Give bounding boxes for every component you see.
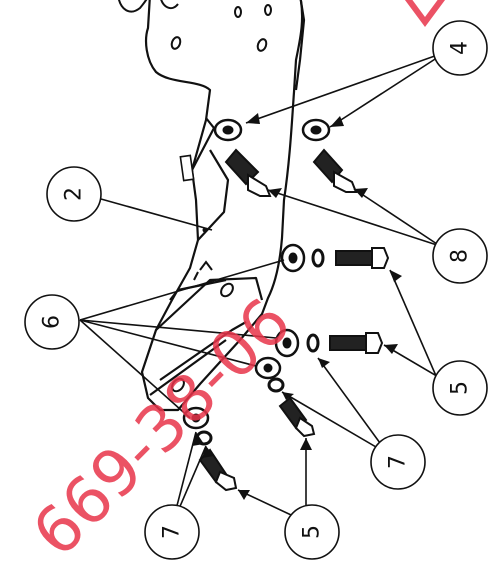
svg-text:7: 7 <box>160 525 185 539</box>
bracket-part <box>140 0 306 412</box>
callout-4: 4 <box>432 20 488 76</box>
washer-part-4 <box>213 118 331 142</box>
callout-5-right: 5 <box>432 360 488 416</box>
svg-text:5: 5 <box>448 381 473 395</box>
callout-6: 6 <box>24 294 80 350</box>
callout-7-left: 7 <box>144 504 200 560</box>
svg-text:8: 8 <box>448 249 473 263</box>
svg-text:4: 4 <box>448 41 473 55</box>
svg-text:5: 5 <box>300 525 325 539</box>
watermark-fragment-icon <box>404 0 446 28</box>
bolt-part-8 <box>224 148 358 197</box>
bracket-top-details <box>118 0 272 393</box>
callout-7-right: 7 <box>370 434 426 490</box>
svg-text:6: 6 <box>40 315 65 329</box>
svg-text:7: 7 <box>386 455 411 469</box>
callout-5-bottom: 5 <box>284 504 340 560</box>
svg-text:2: 2 <box>62 187 87 201</box>
leader-arrowheads <box>192 113 402 500</box>
callout-2: 2 <box>46 166 102 222</box>
washer-part-6 <box>182 243 306 430</box>
leader-lines <box>75 51 453 526</box>
callout-8: 8 <box>432 228 488 284</box>
